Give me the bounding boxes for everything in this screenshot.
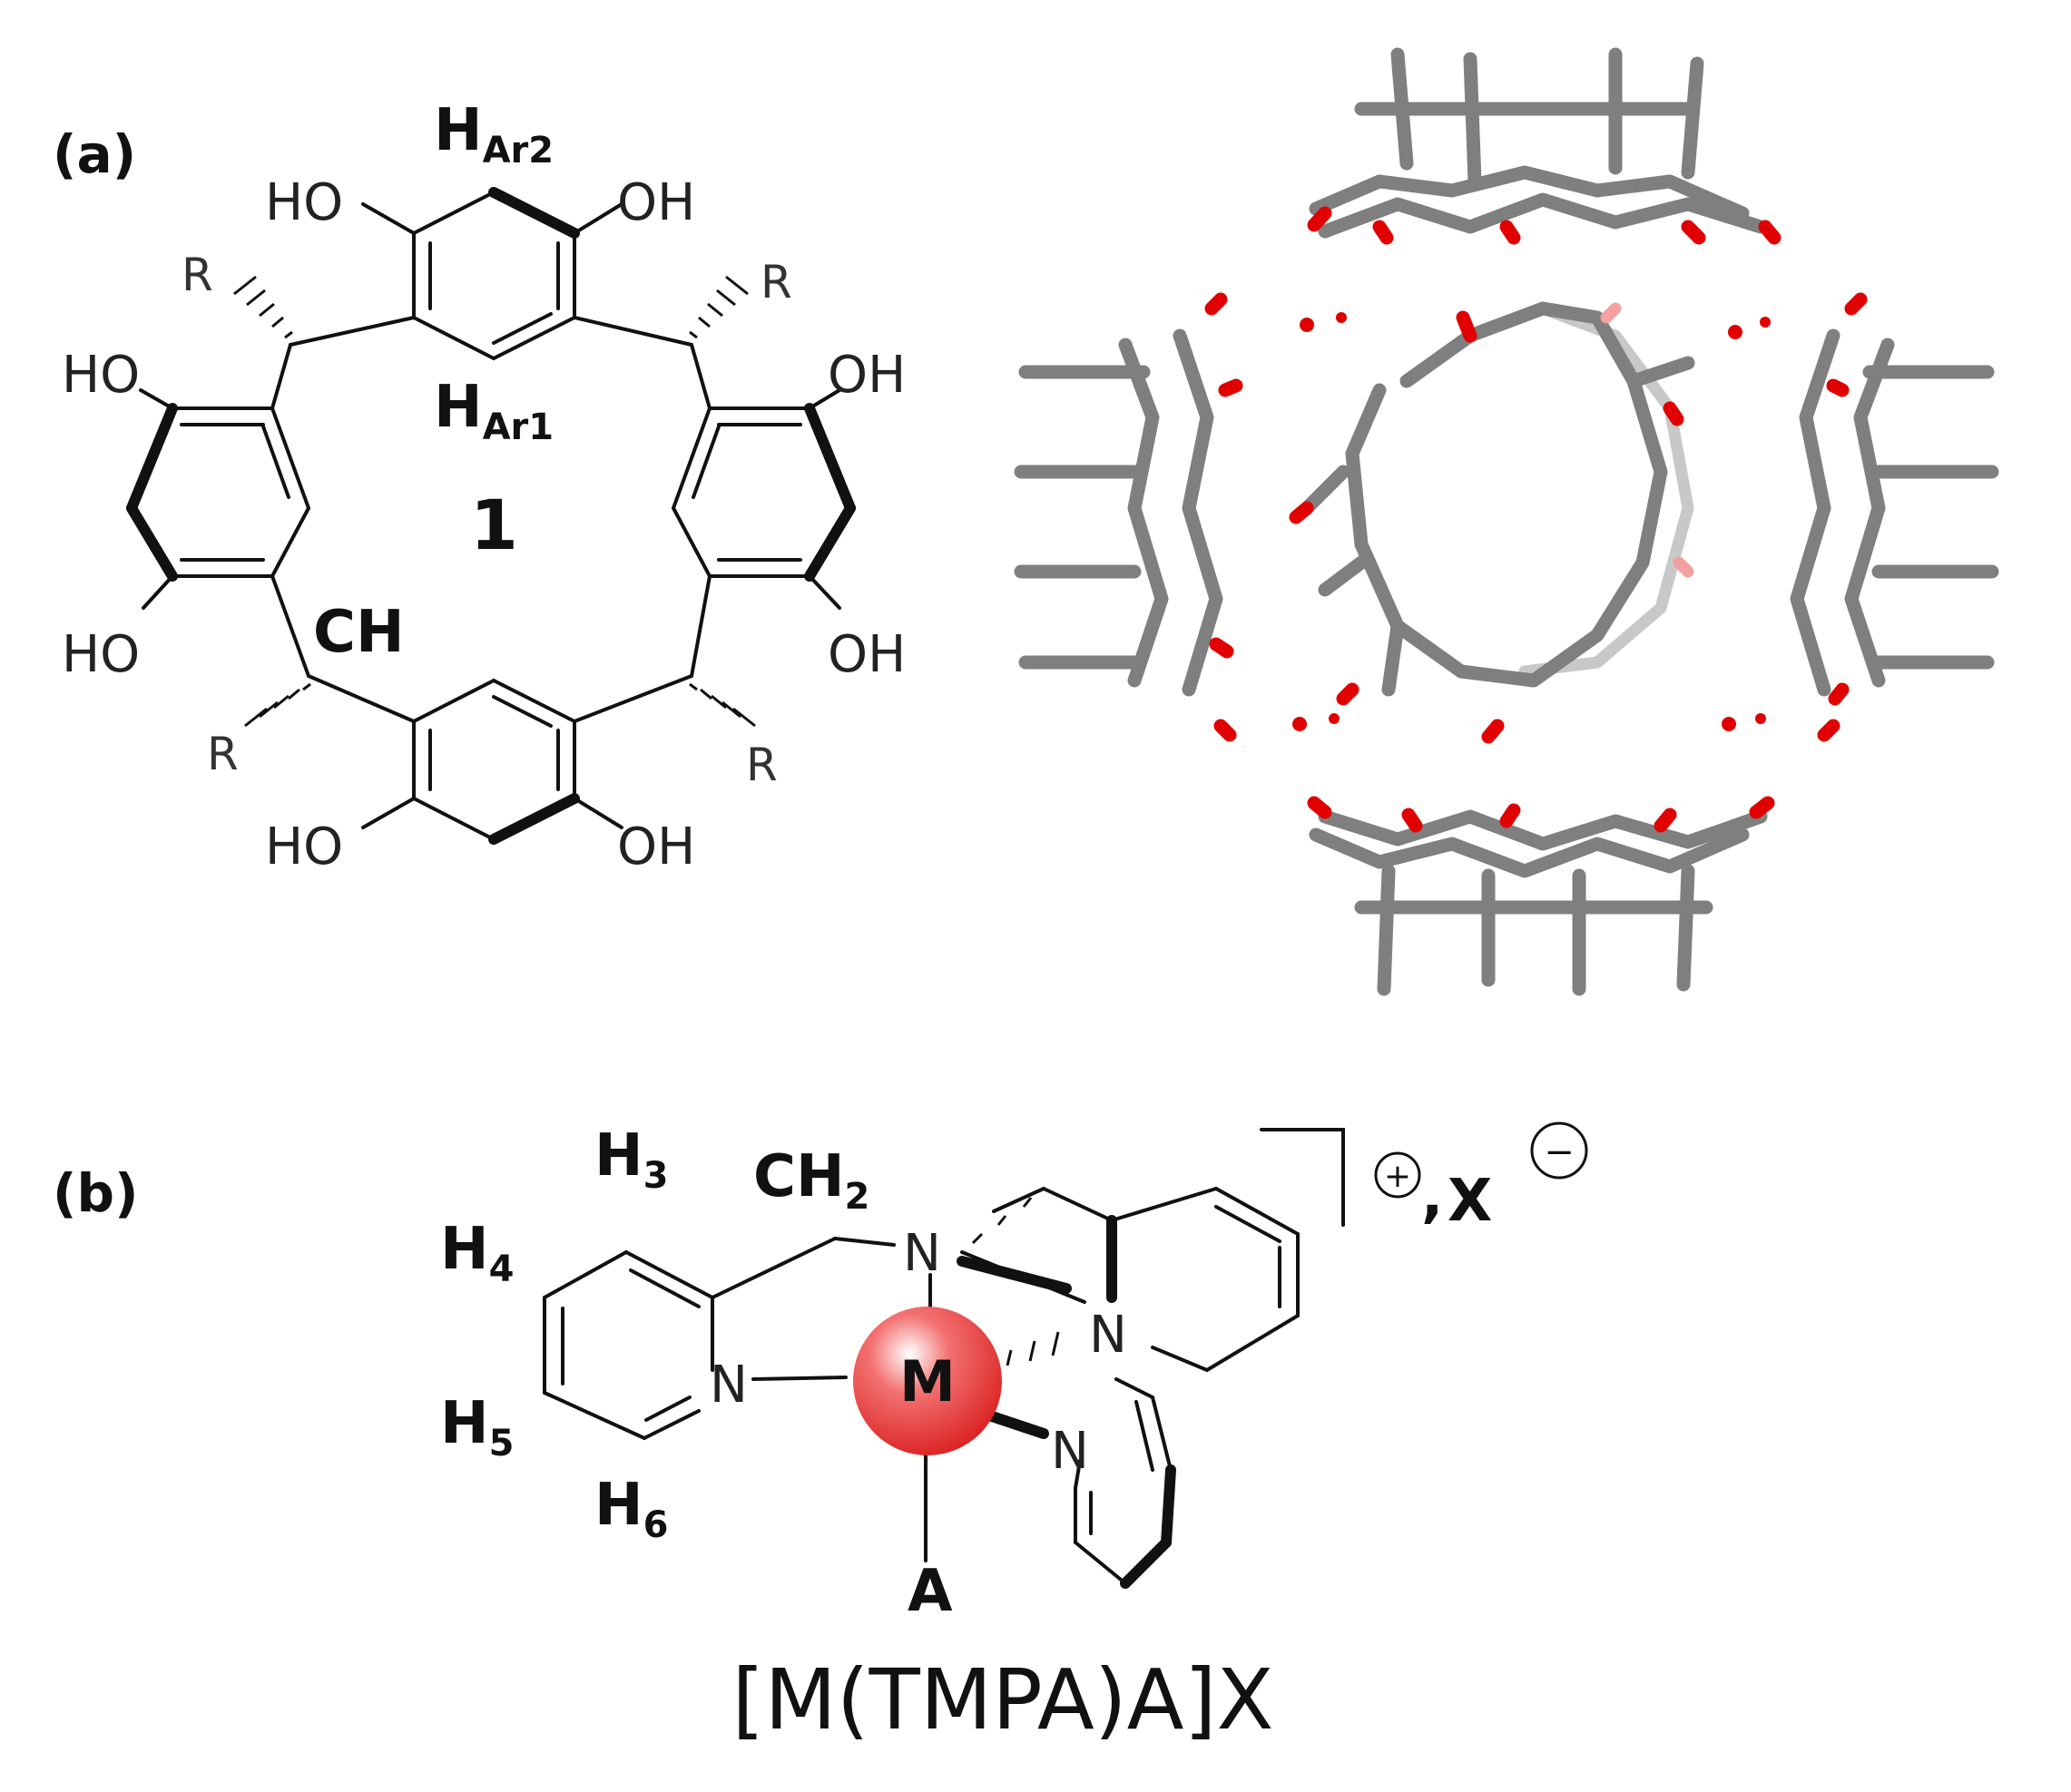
tmpa-arms	[711, 1187, 1114, 1308]
substituent-r: R	[207, 728, 239, 780]
label-h4: H4	[440, 1216, 514, 1290]
substituent-r: R	[746, 739, 778, 791]
plus-circle-icon	[1374, 1151, 1421, 1199]
counterion-label: X	[1448, 1168, 1492, 1235]
methine-bridges	[270, 316, 712, 723]
ring-top	[412, 187, 580, 360]
crystal-structure-image	[1014, 47, 1999, 996]
hydroxyl-label: HO	[62, 346, 140, 405]
water-molecules	[1292, 312, 1771, 731]
hydroxyl-label: HO	[265, 818, 343, 876]
pyridine-right-bottom	[1074, 1377, 1176, 1589]
panel-b: (b) H3 H4 H5 H6 CH2	[53, 1121, 1588, 1748]
hydroxyl-label: OH	[828, 625, 906, 684]
axial-ligand-label: A	[908, 1558, 953, 1625]
label-h-ar1: HAr1	[434, 374, 554, 448]
label-h3: H3	[594, 1122, 668, 1197]
label-h-ar2: HAr2	[434, 97, 554, 171]
substituent-r: R	[182, 249, 213, 301]
crystal-molecule-top	[1307, 47, 1781, 245]
label-h5: H5	[440, 1390, 514, 1464]
hydroxyl-label: OH	[828, 346, 906, 405]
label-ch2: CH2	[753, 1143, 869, 1218]
panel-b-label: (b)	[53, 1162, 139, 1224]
pyridine-right-top	[1106, 1187, 1300, 1372]
substituent-labels: R R R R	[182, 249, 792, 791]
crystal-molecule-left	[1014, 292, 1243, 742]
hashed-bonds	[233, 275, 756, 728]
panel-a: (a)	[53, 47, 1999, 996]
resorcinarene-structure: HO OH HO OH HO OH HO OH R R R R HAr2 HAr…	[62, 97, 906, 876]
nitrogen-label: N	[903, 1224, 941, 1283]
label-ch: CH	[313, 599, 405, 666]
hydroxyl-label: HO	[62, 625, 140, 684]
metal-sphere	[853, 1307, 1002, 1455]
hydroxyl-label: OH	[617, 818, 695, 876]
label-h6: H6	[594, 1472, 668, 1546]
hydroxyl-labels: HO OH HO OH HO OH HO OH	[62, 173, 906, 876]
minus-circle-icon	[1530, 1121, 1588, 1180]
charge-minus: −	[1544, 1131, 1575, 1173]
compound-number: 1	[470, 485, 518, 565]
nitrogen-label: N	[1051, 1422, 1089, 1481]
charge-plus: +	[1384, 1158, 1411, 1195]
complex-formula: [M(TMPA)A]X	[731, 1651, 1273, 1748]
panel-a-label: (a)	[53, 123, 136, 185]
charge-annotation: + , X −	[1260, 1121, 1588, 1235]
ring-right	[672, 403, 856, 582]
hydroxyl-label: HO	[265, 173, 343, 232]
pyridine-left	[543, 1250, 714, 1440]
crystal-molecule-bottom	[1307, 796, 1775, 996]
substituent-r: R	[761, 256, 792, 308]
ring-bottom	[412, 679, 580, 845]
nitrogen-label: N	[1089, 1306, 1127, 1365]
hydroxyl-bonds	[139, 202, 841, 829]
hydroxyl-label: OH	[617, 173, 695, 232]
metal-label: M	[899, 1348, 956, 1415]
ring-left	[126, 403, 310, 582]
crystal-molecule-center	[1289, 301, 1695, 744]
nitrogen-label: N	[710, 1356, 748, 1415]
crystal-molecule-right	[1790, 292, 1999, 742]
comma: ,	[1421, 1163, 1443, 1230]
